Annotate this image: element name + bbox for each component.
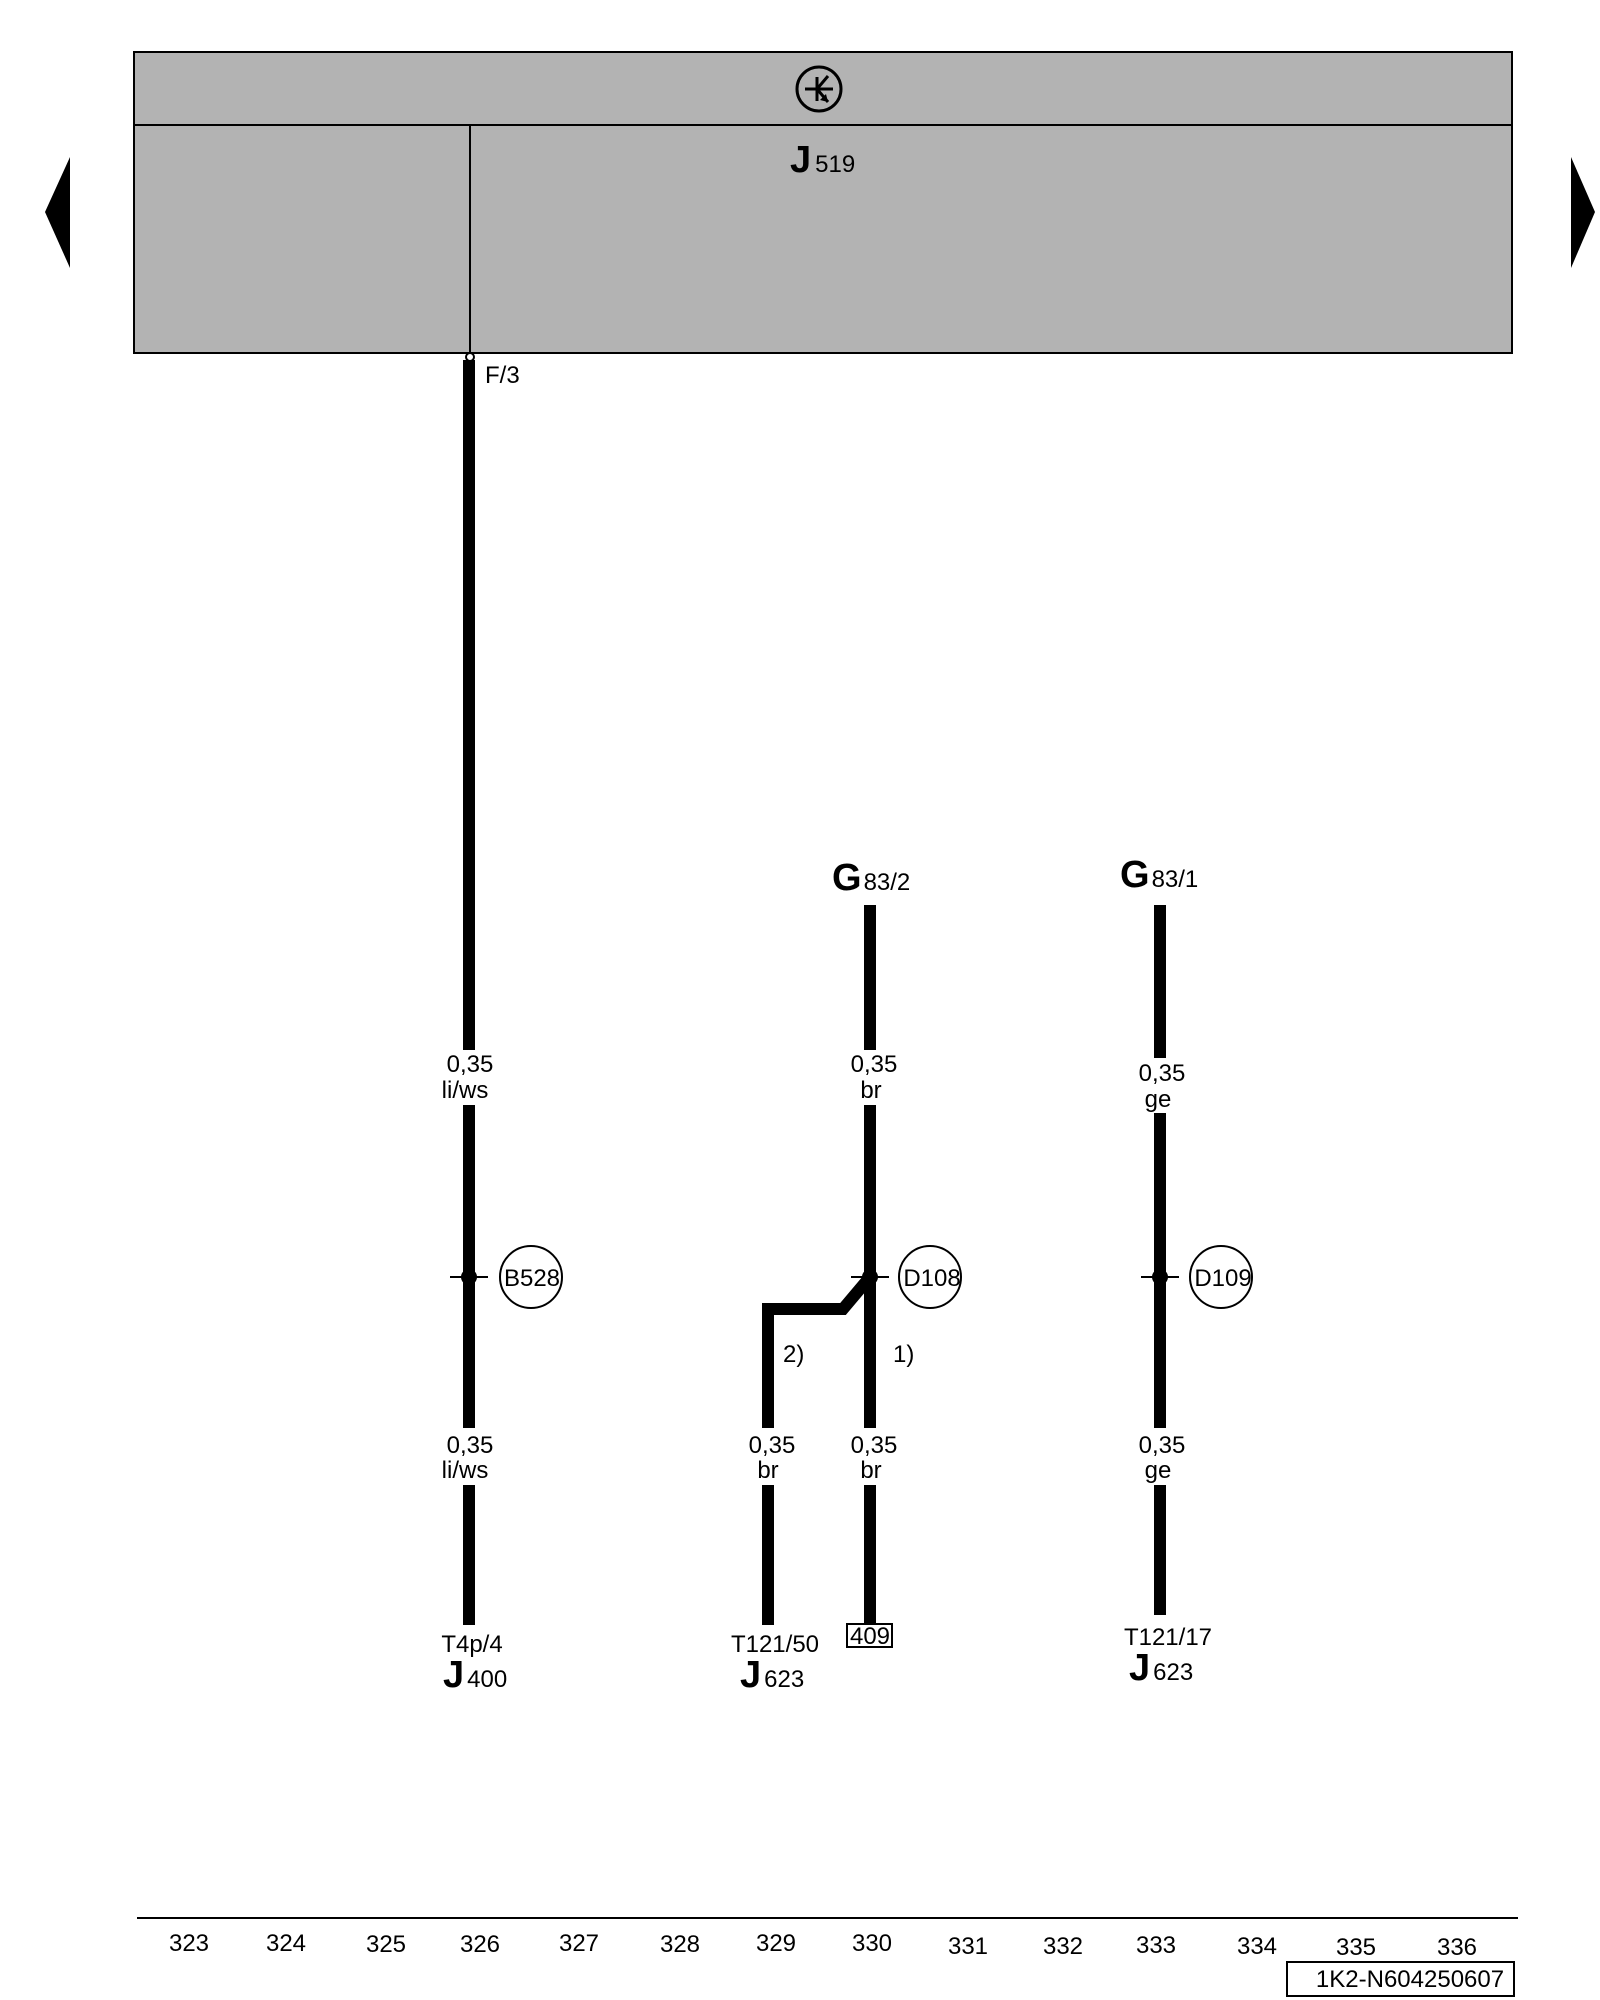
wire-color-label: br: [860, 1457, 881, 1484]
ruler-number: 335: [1336, 1934, 1376, 1961]
wire-color-label: br: [860, 1077, 881, 1104]
wire-size-label: 0,35: [447, 1432, 494, 1459]
wire-br-branch: 0,35 br: [749, 1273, 875, 1625]
wire-size-label: 0,35: [851, 1051, 898, 1078]
wire-size-label: 0,35: [749, 1432, 796, 1459]
transistor-icon: [795, 65, 843, 113]
document-id: 1K2-N604250607: [1286, 1961, 1515, 1997]
wire-color-label: br: [757, 1457, 778, 1484]
ruler-number: 330: [852, 1930, 892, 1957]
connector-pin-label: T121/50: [731, 1631, 819, 1658]
wire-br: 0,35 br 0,35 br: [851, 905, 898, 1624]
ruler-number: 334: [1237, 1933, 1277, 1960]
ruler-number: 324: [266, 1930, 306, 1957]
splice-d109: D109: [1141, 1245, 1253, 1309]
wire-color-label: ge: [1145, 1457, 1172, 1484]
ruler-number: 325: [366, 1931, 406, 1958]
splice-label: D108: [903, 1265, 960, 1292]
page-reference-409[interactable]: 409: [846, 1623, 893, 1650]
ruler-numbers: 323 324 325 326 327 328 329 330 331 332 333 334 335 3…: [169, 1930, 1477, 1961]
ruler-number: 323: [169, 1930, 209, 1957]
wire-color-label: li/ws: [442, 1077, 489, 1104]
module-pin-marker: [465, 352, 475, 362]
wire-size-label: 0,35: [1139, 1432, 1186, 1459]
ruler-number: 329: [756, 1930, 796, 1957]
variant-marker-2: 2): [783, 1341, 804, 1368]
wire-size-label: 0,35: [1139, 1060, 1186, 1087]
wire-size-label: 0,35: [447, 1051, 494, 1078]
wire-li-ws: 0,35 li/ws 0,35 li/ws: [442, 360, 494, 1625]
splice-d108: D108: [851, 1245, 962, 1309]
splice-label: D109: [1194, 1265, 1251, 1292]
wire-ge: 0,35 ge 0,35 ge: [1139, 905, 1186, 1615]
splice-b528: B528: [450, 1245, 563, 1309]
component-g83-2-label: G83/2: [832, 857, 910, 899]
document-id-label: 1K2-N604250607: [1316, 1966, 1504, 1993]
ruler-number: 331: [948, 1933, 988, 1960]
ruler-number: 336: [1437, 1934, 1477, 1961]
reference-label: 409: [850, 1623, 890, 1650]
component-g83-1-label: G83/1: [1120, 854, 1198, 896]
module-body: [133, 124, 1513, 354]
ruler-number: 333: [1136, 1932, 1176, 1959]
connector-pin-label: T4p/4: [441, 1631, 502, 1658]
module-pin-label: F/3: [485, 362, 520, 389]
splice-label: B528: [504, 1265, 560, 1292]
next-page-icon[interactable]: [1571, 157, 1595, 268]
ruler-number: 332: [1043, 1933, 1083, 1960]
ruler-number: 327: [559, 1930, 599, 1957]
wire-color-label: ge: [1145, 1086, 1172, 1113]
connector-pin-label: T121/17: [1124, 1624, 1212, 1651]
wire-color-label: li/ws: [442, 1457, 489, 1484]
ruler-number: 328: [660, 1931, 700, 1958]
wire-size-label: 0,35: [851, 1432, 898, 1459]
variant-marker-1: 1): [893, 1341, 914, 1368]
previous-page-icon[interactable]: [45, 157, 70, 268]
ruler-number: 326: [460, 1931, 500, 1958]
